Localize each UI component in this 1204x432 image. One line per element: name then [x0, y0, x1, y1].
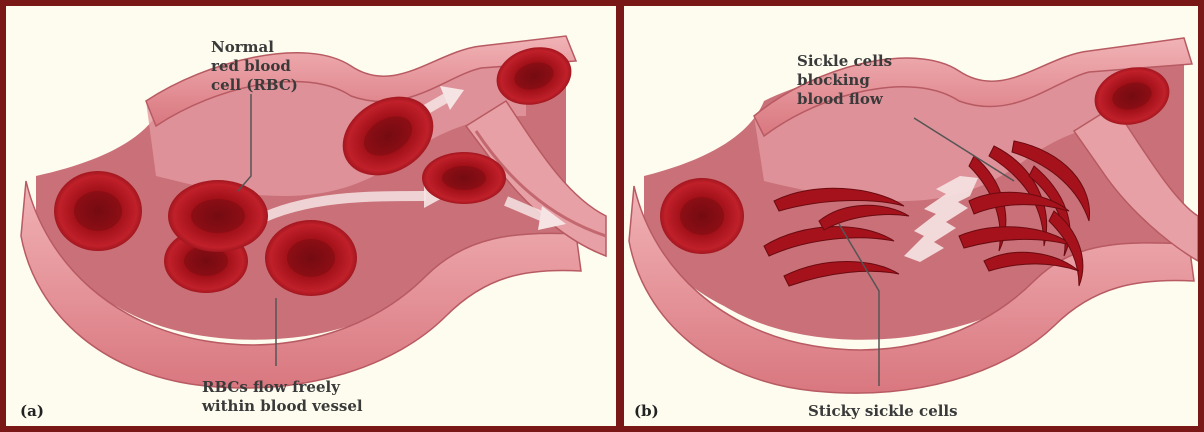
panel-normal-flow: Normal red blood cell (RBC) RBCs flow fr…	[6, 6, 616, 426]
panel-tag-b: (b)	[634, 402, 659, 420]
red-blood-cell	[168, 180, 268, 252]
vessel-illustration-sickle	[624, 6, 1198, 426]
red-blood-cell	[54, 171, 142, 251]
label-rbc-flow: RBCs flow freely within blood vessel	[202, 378, 363, 416]
vessel-illustration-normal	[6, 6, 616, 426]
label-sickle-blocking: Sickle cells blocking blood flow	[797, 52, 892, 109]
panel-sickle-blocking: Sickle cells blocking blood flow Sticky …	[624, 6, 1198, 426]
panel-tag-a: (a)	[20, 402, 44, 420]
red-blood-cell	[660, 178, 744, 254]
red-blood-cell	[422, 152, 506, 204]
label-sticky-sickle: Sticky sickle cells	[808, 402, 958, 421]
red-blood-cell	[265, 220, 357, 296]
label-normal-rbc: Normal red blood cell (RBC)	[211, 38, 298, 95]
